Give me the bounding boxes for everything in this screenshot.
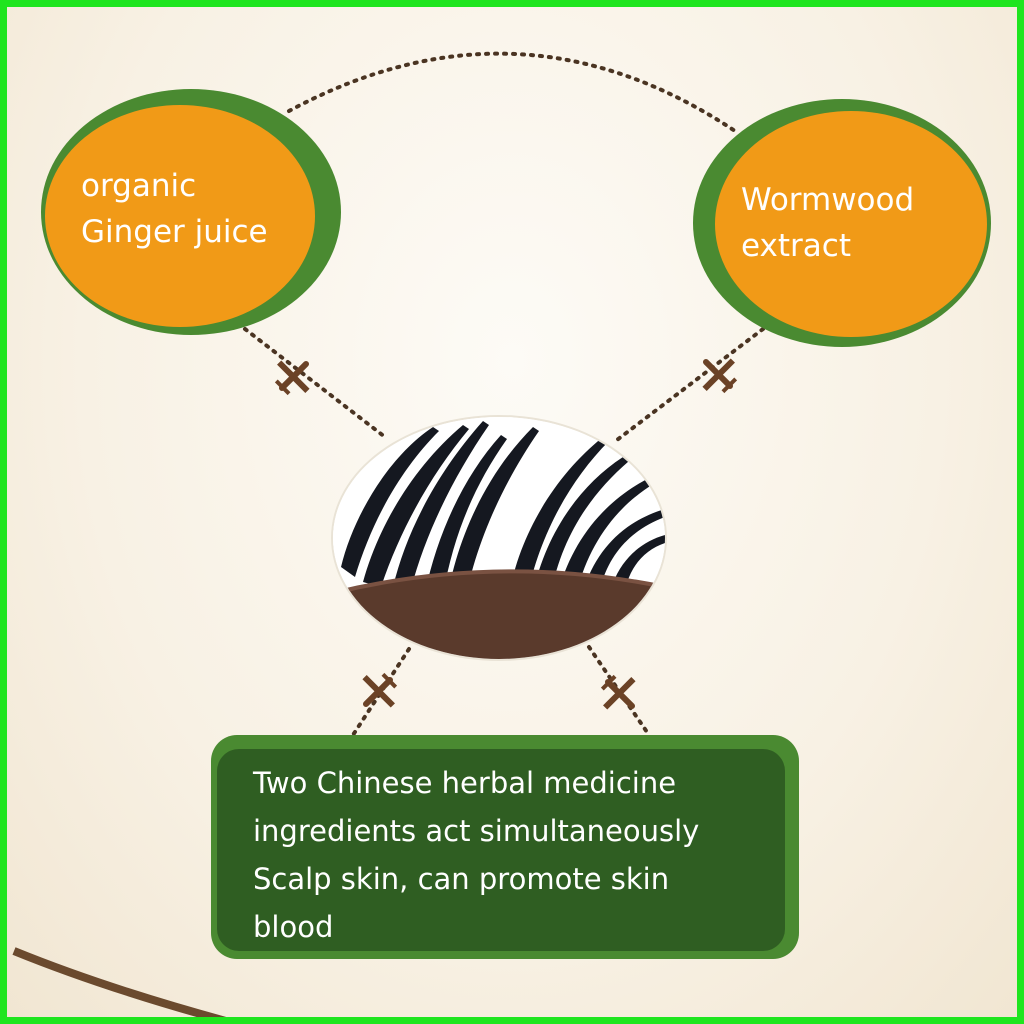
description-box [211, 735, 799, 959]
description-line-4: blood [253, 910, 334, 944]
airplane-icon [600, 674, 636, 710]
description-text: Two Chinese herbal medicine ingredients … [253, 759, 773, 951]
bottom-left-arc [12, 947, 227, 1017]
node-ginger-juice-line-2: Ginger juice [81, 214, 268, 250]
node-ginger-juice-fill [45, 105, 315, 327]
node-ginger-juice-line-1: organic [81, 168, 197, 204]
node-wormwood-extract-line-1: Wormwood [741, 182, 915, 218]
left-to-center-connector [243, 327, 387, 439]
hair-follicle-illustration [333, 417, 665, 659]
node-wormwood-extract-line-2: extract [741, 228, 851, 264]
node-wormwood-extract-fill [715, 111, 987, 337]
airplane-icon [362, 672, 398, 708]
airplane-icon [274, 360, 310, 396]
description-line-3: Scalp skin, can promote skin [253, 862, 670, 896]
node-wormwood-extract-label: Wormwood extract [741, 177, 914, 269]
node-ginger-juice-label: organic Ginger juice [81, 163, 268, 255]
hair-follicle-image [333, 417, 665, 659]
airplane-icon [702, 358, 738, 394]
center-to-box-left-connector [351, 647, 411, 737]
description-box-fill [217, 749, 785, 951]
description-line-2: ingredients act simultaneously [253, 814, 700, 848]
node-ginger-juice [41, 89, 341, 335]
node-wormwood-extract [693, 99, 991, 347]
description-line-1: Two Chinese herbal medicine [253, 766, 677, 800]
top-arc-connector [287, 51, 737, 133]
